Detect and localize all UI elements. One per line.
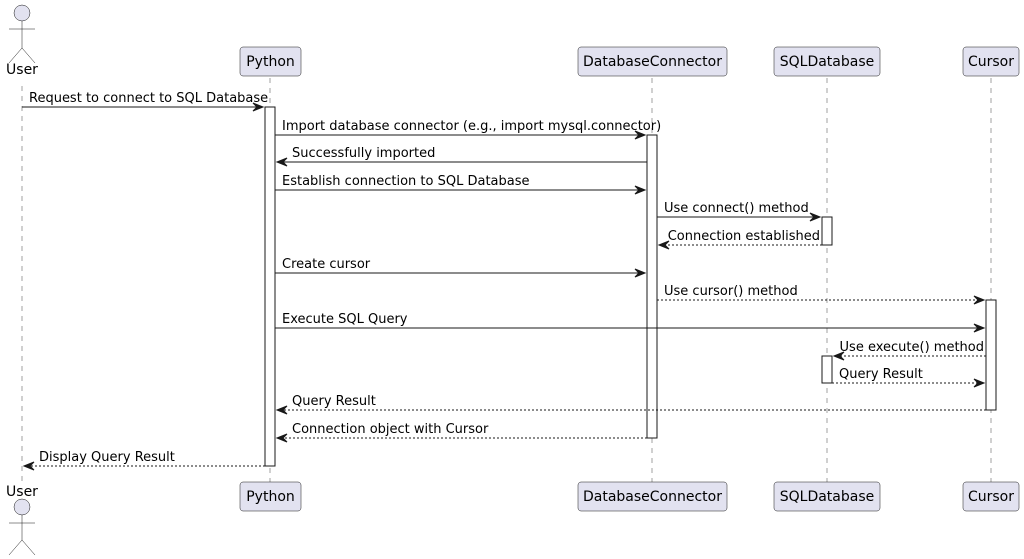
activation-sqldatabase-execute (821, 355, 833, 384)
message-label: Establish connection to SQL Database (282, 174, 530, 189)
message-use-execute-method: Use execute() method (832, 340, 986, 361)
participant-cursor-label-top: Cursor (968, 54, 1014, 70)
participant-sqldatabase-label-top: SQLDatabase (780, 54, 875, 70)
actor-user-label-bottom: User (6, 484, 38, 500)
participant-cursor-top: Cursor (962, 46, 1020, 77)
message-label: Successfully imported (292, 146, 435, 161)
participant-databaseconnector-label-top: DatabaseConnector (583, 54, 722, 70)
messages: Request to connect to SQL DatabaseImport… (22, 91, 986, 471)
participant-sqldatabase-top: SQLDatabase (773, 46, 881, 77)
message-create-cursor: Create cursor (275, 257, 647, 278)
message-use-cursor-method: Use cursor() method (657, 284, 986, 305)
arrowhead-icon (252, 102, 265, 112)
message-label: Connection established (668, 229, 820, 244)
participant-databaseconnector-top: DatabaseConnector (577, 46, 728, 77)
message-execute-sql-query: Execute SQL Query (275, 312, 986, 333)
arrowhead-icon (657, 240, 670, 250)
participant-python-bottom: Python (239, 481, 302, 512)
activation-sqldatabase-connect (821, 216, 833, 246)
actor-head-icon (13, 498, 31, 516)
message-label: Request to connect to SQL Database (29, 91, 268, 106)
arrowhead-icon (973, 295, 986, 305)
participant-databaseconnector-bottom: DatabaseConnector (577, 481, 728, 512)
message-successfully-imported: Successfully imported (275, 146, 647, 167)
participant-cursor-bottom: Cursor (962, 481, 1020, 512)
message-display-query-result: Display Query Result (22, 450, 265, 471)
participant-sqldatabase-bottom: SQLDatabase (773, 481, 881, 512)
activation-python (264, 106, 276, 467)
activation-cursor (985, 299, 997, 411)
arrowhead-icon (973, 378, 986, 388)
actor-head-icon (13, 4, 31, 22)
actor-user-label-top: User (6, 62, 38, 78)
participant-python-top: Python (239, 46, 302, 77)
message-establish-connection-to-sql-database: Establish connection to SQL Database (275, 174, 647, 195)
message-import-database-connector-e-g-import-mysql-connector: Import database connector (e.g., import … (275, 119, 661, 140)
message-label: Execute SQL Query (282, 312, 408, 327)
participant-sqldatabase-label-bottom: SQLDatabase (780, 489, 875, 505)
message-connection-object-with-cursor: Connection object with Cursor (275, 422, 647, 443)
message-label: Query Result (839, 367, 923, 382)
arrowhead-icon (275, 157, 288, 167)
message-label: Use connect() method (664, 201, 809, 216)
activation-databaseconnector (646, 134, 658, 439)
arrowhead-icon (22, 461, 35, 471)
message-label: Import database connector (e.g., import … (282, 119, 661, 134)
arrowhead-icon (275, 433, 288, 443)
message-query-result: Query Result (832, 367, 986, 388)
message-label: Use cursor() method (664, 284, 798, 299)
message-label: Display Query Result (39, 450, 175, 465)
message-label: Connection object with Cursor (292, 422, 489, 437)
participant-python-label-top: Python (246, 54, 295, 70)
message-use-connect-method: Use connect() method (657, 201, 822, 222)
participant-python-label-bottom: Python (246, 489, 295, 505)
arrowhead-icon (832, 351, 845, 361)
arrowhead-icon (634, 130, 647, 140)
arrowhead-icon (275, 405, 288, 415)
arrowhead-icon (634, 185, 647, 195)
participant-databaseconnector-label-bottom: DatabaseConnector (583, 489, 722, 505)
message-request-to-connect-to-sql-database: Request to connect to SQL Database (22, 91, 268, 112)
arrowhead-icon (809, 212, 822, 222)
participant-cursor-label-bottom: Cursor (968, 489, 1014, 505)
actor-user-top: User (6, 4, 38, 78)
arrowhead-icon (973, 323, 986, 333)
message-query-result: Query Result (275, 394, 986, 415)
message-label: Query Result (292, 394, 376, 409)
message-label: Create cursor (282, 257, 371, 272)
actor-user-bottom: User (6, 484, 38, 556)
arrowhead-icon (634, 268, 647, 278)
message-label: Use execute() method (840, 340, 984, 355)
message-connection-established: Connection established (657, 229, 822, 250)
